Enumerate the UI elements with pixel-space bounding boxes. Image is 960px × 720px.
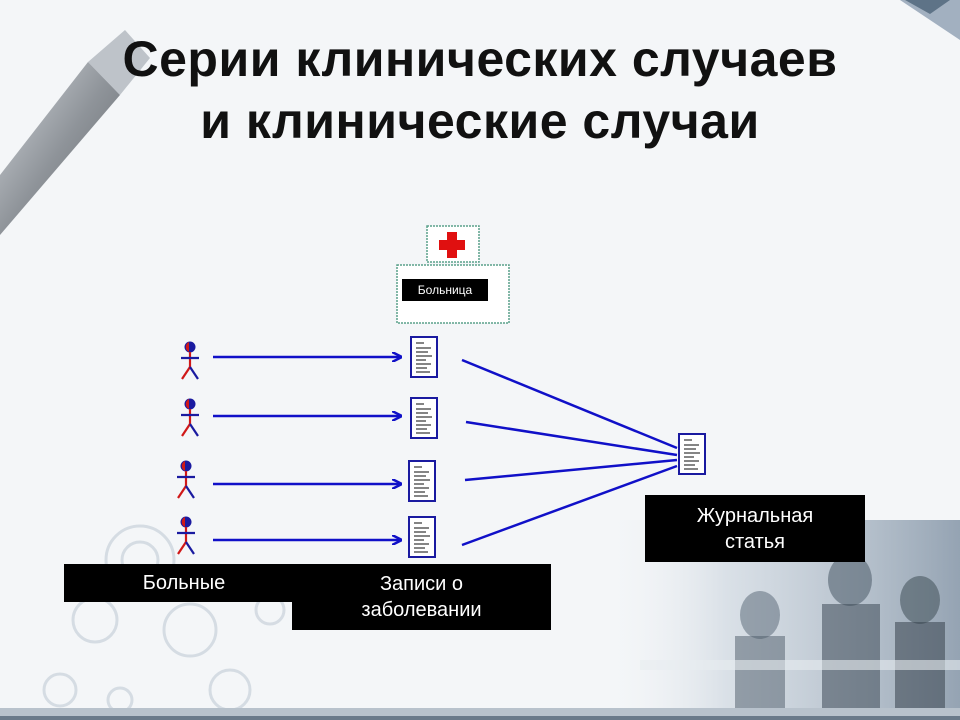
document-icon bbox=[410, 336, 438, 378]
title-line-1: Серии клинических случаев bbox=[122, 31, 838, 87]
records-label: Записи о заболевании bbox=[292, 564, 551, 630]
hospital-label: Больница bbox=[402, 279, 488, 301]
person-icon bbox=[179, 340, 201, 381]
person-icon bbox=[179, 397, 201, 438]
hospital-icon bbox=[396, 225, 510, 324]
person-icon bbox=[175, 459, 197, 500]
journal-label-line-1: Журнальная bbox=[696, 504, 814, 527]
document-icon bbox=[408, 516, 436, 558]
journal-label-line-2: статья bbox=[724, 530, 786, 553]
connector-line bbox=[465, 420, 678, 457]
document-icon bbox=[408, 460, 436, 502]
connector-line bbox=[461, 464, 678, 547]
patients-label: Больные bbox=[64, 564, 304, 602]
document-icon bbox=[410, 397, 438, 439]
pen-decoration bbox=[0, 62, 120, 235]
connector-line bbox=[464, 458, 678, 482]
title-line-2: и клинические случаи bbox=[200, 93, 760, 149]
person-icon bbox=[175, 515, 197, 556]
records-label-line-1: Записи о bbox=[379, 573, 464, 595]
patients-label-text: Больные bbox=[142, 571, 226, 594]
connector-line bbox=[461, 358, 678, 450]
slide-title: Серии клинических случаев и клинические … bbox=[0, 28, 960, 152]
journal-article-label: Журнальная статья bbox=[645, 495, 865, 562]
corner-decoration bbox=[900, 0, 960, 40]
records-label-line-2: заболевании bbox=[361, 599, 482, 621]
journal-document-icon bbox=[678, 433, 706, 475]
